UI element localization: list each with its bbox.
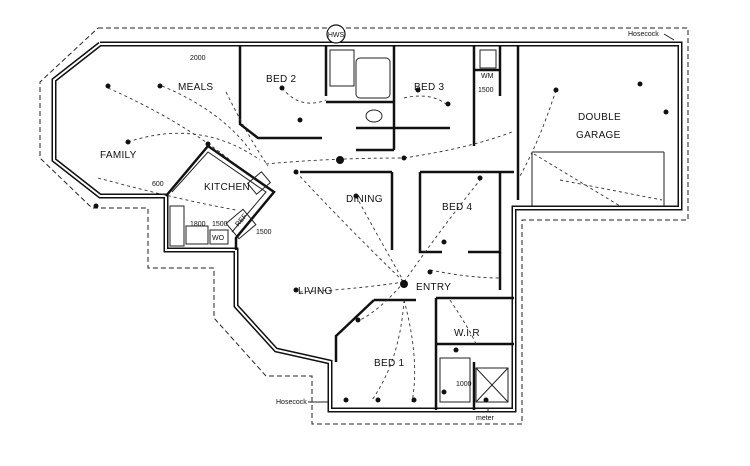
wm-label: WM	[481, 73, 494, 80]
eave-outline	[39, 27, 689, 425]
dim-2000: 2000	[190, 55, 206, 62]
hws-label: HWS	[328, 32, 345, 39]
hws-symbol: HWS	[326, 24, 346, 44]
hosecock-bottom-label: Hosecock	[276, 399, 307, 406]
dim-1500-kitchen-a: 1500	[212, 221, 228, 228]
bathroom-fixtures	[329, 49, 509, 403]
internal-walls	[238, 46, 520, 410]
meter-label: meter	[476, 415, 495, 422]
electrical-points	[93, 81, 669, 403]
room-label-living: LIVING	[298, 286, 333, 297]
wo-label: WO	[212, 235, 225, 242]
room-label-entry: ENTRY	[416, 282, 451, 293]
room-label-bed4: BED 4	[442, 202, 473, 213]
electrical-wiring	[97, 85, 557, 403]
room-label-meals: MEALS	[178, 82, 213, 93]
room-label-wir: W.I.R	[454, 328, 480, 339]
garage-details	[531, 151, 665, 207]
room-label-bed2: BED 2	[266, 74, 297, 85]
external-wall-core	[53, 43, 681, 411]
dim-1800: 1800	[190, 221, 206, 228]
room-label-family: FAMILY	[100, 150, 137, 161]
room-label-dining: DINING	[346, 194, 383, 205]
dim-1000: 1000	[456, 381, 472, 388]
room-label-double: DOUBLE	[578, 112, 621, 123]
room-label-garage: GARAGE	[576, 130, 621, 141]
dim-600: 600	[152, 181, 164, 188]
dim-1500-bed3: 1500	[478, 87, 494, 94]
room-label-kitchen: KITCHEN	[204, 182, 250, 193]
dim-1500-kitchen-b: 1500	[256, 229, 272, 236]
kitchen-benches	[165, 144, 276, 250]
hosecock-top-label: Hosecock	[628, 31, 659, 38]
room-label-bed1: BED 1	[374, 358, 405, 369]
room-label-bed3: BED 3	[414, 82, 445, 93]
